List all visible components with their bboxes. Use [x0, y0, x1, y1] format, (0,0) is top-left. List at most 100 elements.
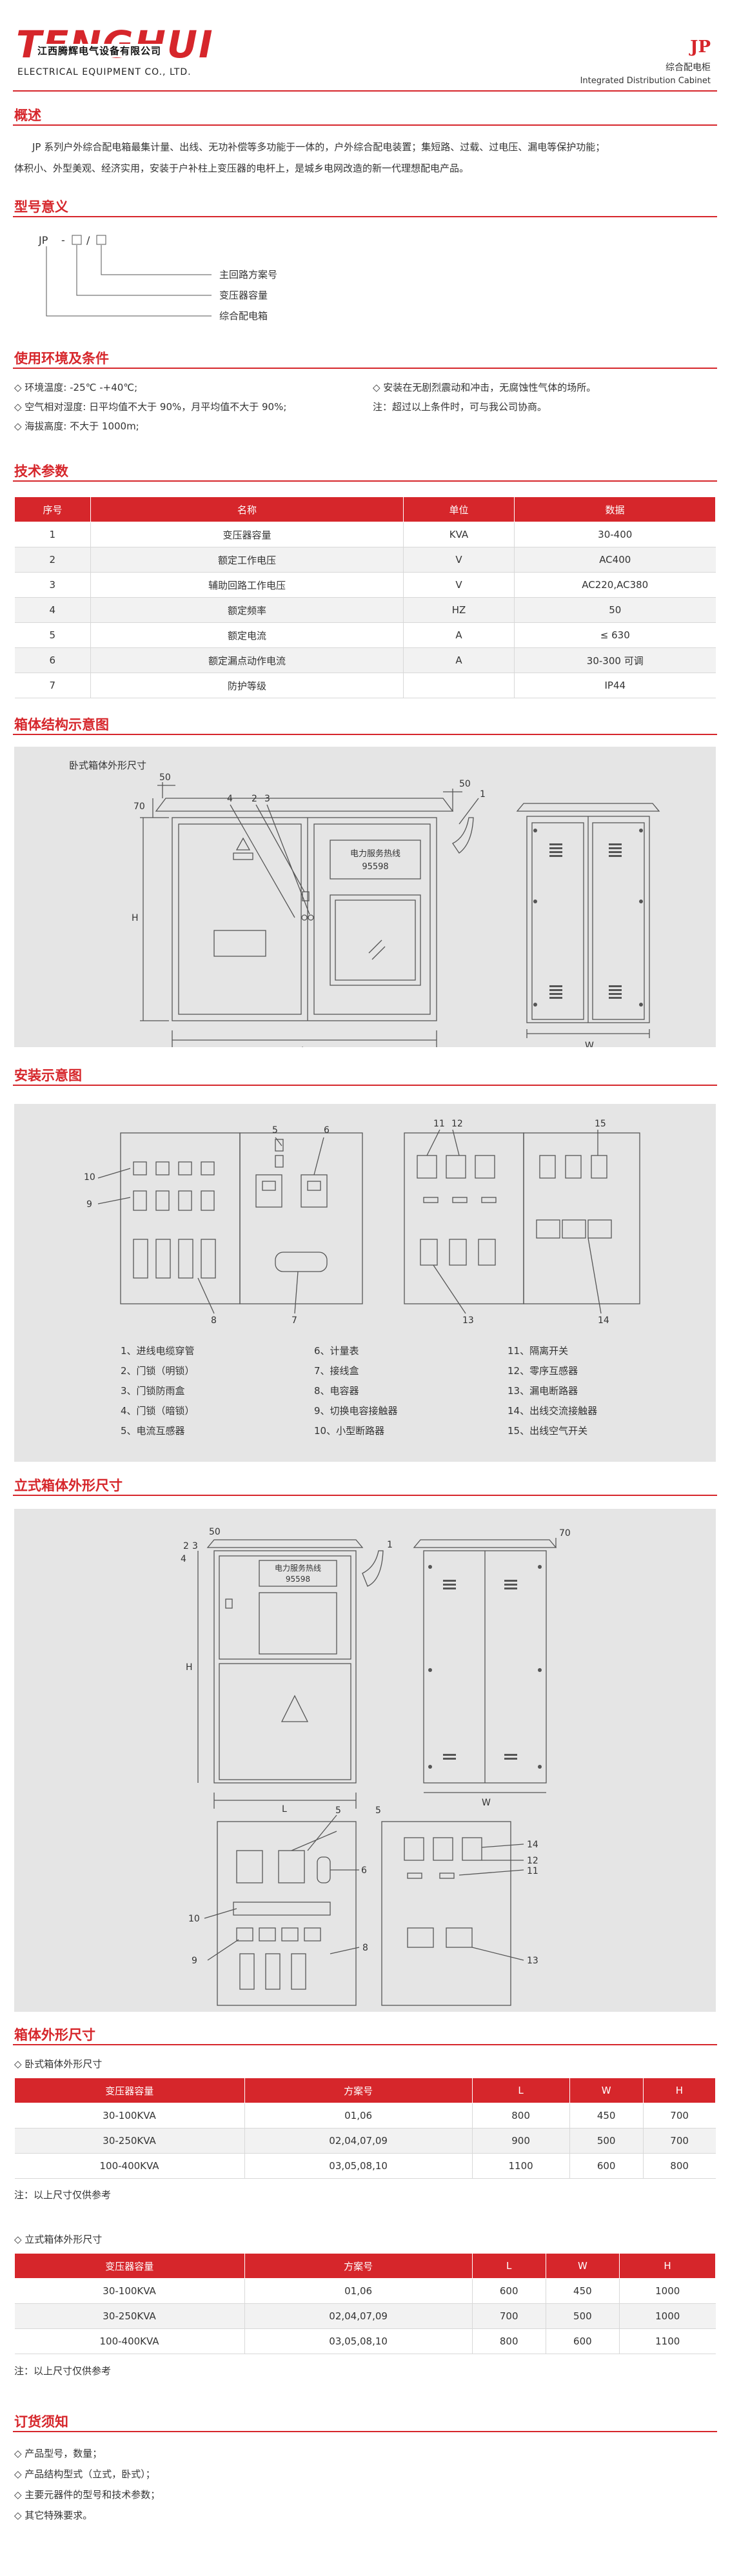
callout-10: 10	[84, 1172, 95, 1183]
legend-item: 8、电容器	[314, 1385, 359, 1397]
table-cell: 600	[546, 2328, 620, 2354]
vertical-cabinet-svg: H L W 50 70 2 3 4 1 5 5 6 10 9 8 14 12 1…	[181, 1527, 571, 2006]
table-cell: 02,04,07,09	[244, 2303, 473, 2329]
structure-caption: 卧式箱体外形尺寸	[69, 760, 147, 771]
legend-item: 10、小型断路器	[314, 1425, 385, 1437]
table-cell: KVA	[403, 522, 515, 547]
table1-caption: ◇ 卧式箱体外形尺寸	[14, 2058, 103, 2070]
table-cell: 700	[472, 2303, 546, 2329]
column-header: H	[618, 2253, 716, 2279]
table-cell: 额定漏点动作电流	[90, 647, 404, 673]
table-cell: 01,06	[244, 2278, 473, 2304]
col-name: 名称	[90, 497, 404, 522]
table-cell: 1000	[619, 2303, 716, 2329]
callout-12: 12	[527, 1856, 538, 1866]
header: TENGHUI 江西腾辉电气设备有限公司 ELECTRICAL EQUIPMEN…	[0, 0, 730, 97]
horizontal-cabinet-drawing: 卧式箱体外形尺寸	[14, 747, 716, 1047]
table-cell: 700	[643, 2128, 716, 2154]
table-cell: V	[403, 547, 515, 573]
column-header: L	[471, 2078, 570, 2103]
table-cell: A	[403, 647, 515, 673]
table-cell: 变压器容量	[90, 522, 404, 547]
column-header: 变压器容量	[14, 2078, 245, 2103]
order-item-2: ◇ 产品结构型式（立式，卧式）；	[14, 2468, 155, 2480]
table-cell: 800	[472, 2328, 546, 2354]
column-header: 方案号	[244, 2253, 473, 2279]
horizontal-cabinet-svg: H L W 70 50 50 4 2 3 1 电力服务热线 95598	[132, 772, 660, 1047]
column-header: H	[642, 2078, 716, 2103]
callout-7: 7	[291, 1315, 297, 1326]
callout-8: 8	[211, 1315, 217, 1326]
table-cell: 100-400KVA	[14, 2328, 245, 2354]
section-divider	[13, 2044, 717, 2045]
model-label-1: 主回路方案号	[219, 269, 277, 280]
callout-2: 2	[252, 794, 257, 804]
order-item-4: ◇ 其它特殊要求。	[14, 2510, 93, 2521]
legend-item: 3、门锁防雨盒	[121, 1385, 185, 1397]
dim-50: 50	[209, 1527, 221, 1537]
table-cell: 03,05,08,10	[244, 2328, 473, 2354]
company-logo: TENGHUI 江西腾辉电气设备有限公司 ELECTRICAL EQUIPMEN…	[16, 26, 214, 77]
env-location: ◇ 安装在无剧烈震动和冲击，无腐蚀性气体的场所。	[373, 382, 597, 393]
vertical-title: 立式箱体外形尺寸	[14, 1478, 123, 1493]
model-label-3: 综合配电箱	[219, 310, 268, 322]
table-cell: 800	[643, 2153, 716, 2179]
table-cell: 30-250KVA	[14, 2128, 245, 2154]
legend-item: 14、出线交流接触器	[508, 1405, 598, 1417]
column-header: 方案号	[244, 2078, 473, 2103]
section-divider	[13, 480, 717, 482]
dim-70: 70	[559, 1528, 571, 1539]
table2-note: 注：以上尺寸仅供参考	[14, 2365, 112, 2377]
callout-1: 1	[480, 789, 486, 800]
table-cell: 防护等级	[90, 673, 404, 698]
legend-item: 2、门锁（明锁）	[121, 1365, 195, 1377]
table-cell: 30-400	[514, 522, 716, 547]
table-cell: 2	[14, 547, 91, 573]
dim-w: W	[482, 1798, 491, 1808]
table-cell: 500	[569, 2128, 644, 2154]
callout-5a: 5	[335, 1805, 341, 1816]
callout-2: 2	[183, 1541, 189, 1551]
callout-13: 13	[462, 1315, 474, 1326]
callout-8: 8	[362, 1943, 368, 1953]
callout-12: 12	[451, 1119, 463, 1129]
model-title: 型号意义	[14, 199, 68, 215]
env-note: 注：超过以上条件时，可与我公司协商。	[373, 401, 548, 413]
legend-item: 15、出线空气开关	[508, 1425, 588, 1437]
table-cell: 30-250KVA	[14, 2303, 245, 2329]
section-divider	[13, 2431, 717, 2432]
table-cell: 600	[569, 2153, 644, 2179]
section-divider	[13, 1495, 717, 1496]
table-cell: 900	[472, 2128, 570, 2154]
table-cell: A	[403, 622, 515, 648]
table-cell: 7	[14, 673, 91, 698]
callout-13: 13	[527, 1956, 538, 1966]
table-cell: 1000	[619, 2278, 716, 2304]
callout-6: 6	[324, 1125, 330, 1136]
table-cell: 450	[569, 2103, 644, 2129]
company-name-en: ELECTRICAL EQUIPMENT CO., LTD.	[17, 67, 192, 77]
table-cell: 100-400KVA	[14, 2153, 245, 2179]
table-cell: 辅助回路工作电压	[90, 572, 404, 598]
callout-14: 14	[527, 1840, 538, 1850]
leader-line-1	[101, 245, 212, 275]
callout-4: 4	[227, 794, 233, 804]
table-header-row: 序号 名称 单位 数据	[14, 497, 716, 522]
callout-10: 10	[188, 1914, 200, 1924]
model-code-diagram: JP - / 主回路方案号 变压器容量 综合配电箱	[38, 234, 277, 322]
table-cell: 30-100KVA	[14, 2278, 245, 2304]
vertical-cabinet-drawing: H L W 50 70 2 3 4 1 5 5 6 10 9 8 14 12 1…	[14, 1509, 716, 2012]
env-temperature: ◇ 环境温度: -25℃ -+40℃;	[14, 382, 138, 393]
table-cell: 700	[643, 2103, 716, 2129]
